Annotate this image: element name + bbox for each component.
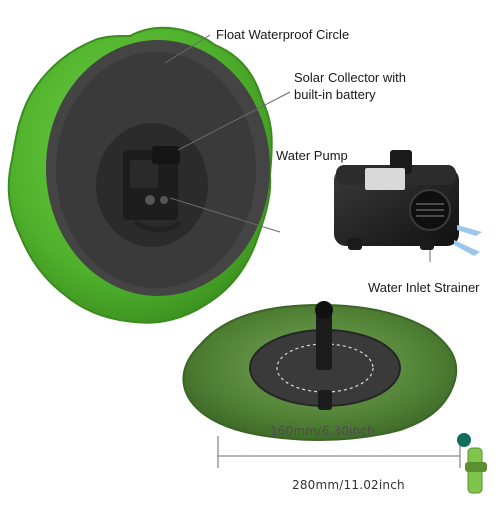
label-water-pump: Water Pump	[276, 148, 348, 163]
label-solar-collector-line1: Solar Collector with	[294, 70, 406, 85]
assembled-fountain	[182, 301, 458, 442]
label-water-inlet-strainer: Water Inlet Strainer	[368, 280, 480, 295]
dimension-panel-diameter: 160mm/6.30inch	[270, 424, 375, 438]
water-pump	[334, 150, 459, 250]
label-solar-collector-line2: built-in battery	[294, 87, 376, 102]
dimension-overall-diameter: 280mm/11.02inch	[292, 478, 405, 492]
solar-collector	[46, 40, 270, 296]
inlet-airflow-arrows	[454, 225, 482, 256]
label-float-waterproof-circle: Float Waterproof Circle	[216, 27, 350, 42]
nozzle-accessories-icon	[457, 433, 487, 494]
